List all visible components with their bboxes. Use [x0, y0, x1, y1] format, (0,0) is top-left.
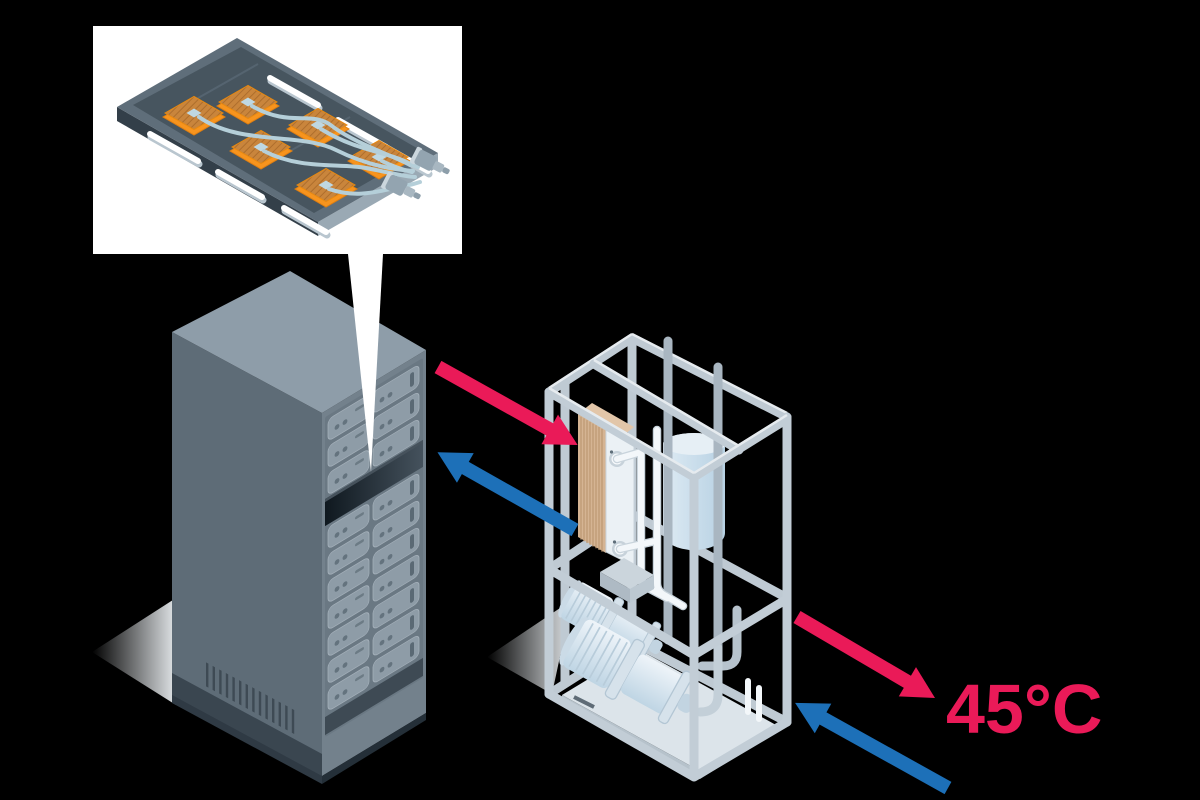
- empty-server-slot: [325, 439, 423, 527]
- hot-arrow-cdu-out: [793, 610, 936, 698]
- cdu-frame-highlight: [548, 332, 788, 415]
- rack-front-base-band: [325, 657, 423, 736]
- rack-side-face: [172, 332, 322, 776]
- rack-bottom-edge: [172, 695, 322, 784]
- coolant-pump-lower: [559, 617, 696, 725]
- hot-arrow-rack-to-cdu: [434, 360, 578, 446]
- rack-base-band: [172, 673, 323, 778]
- rack-side-details: [172, 662, 323, 778]
- rack-server-bays: [325, 358, 423, 737]
- board-recess: [133, 47, 422, 213]
- shelf-box: [600, 558, 654, 603]
- hx-plate-ribs: [580, 416, 603, 552]
- server-rack: [172, 271, 426, 784]
- rack-bottom-edge: [322, 713, 426, 784]
- temperature-label: 45°C: [946, 670, 1102, 748]
- quick-disconnect-coupling: [410, 146, 450, 175]
- empty-slot-edge: [325, 439, 423, 503]
- inset-detail-panel: [93, 26, 462, 254]
- plate-heat-exchanger: [578, 403, 635, 567]
- coolant-tubes: [197, 104, 422, 196]
- callout-wedge: [348, 254, 383, 472]
- rack-vents: [206, 662, 295, 734]
- pump-piping: [695, 605, 762, 722]
- cold-arrow-cdu-to-rack: [437, 452, 579, 537]
- cdu-frame-highlight: [548, 358, 788, 475]
- riser-pipes: [663, 336, 723, 660]
- board-side-light: [318, 153, 438, 236]
- cold-arrow-cdu-in: [795, 702, 952, 795]
- floor-highlight-rack: [92, 598, 176, 705]
- quick-disconnect-coupling: [381, 171, 421, 200]
